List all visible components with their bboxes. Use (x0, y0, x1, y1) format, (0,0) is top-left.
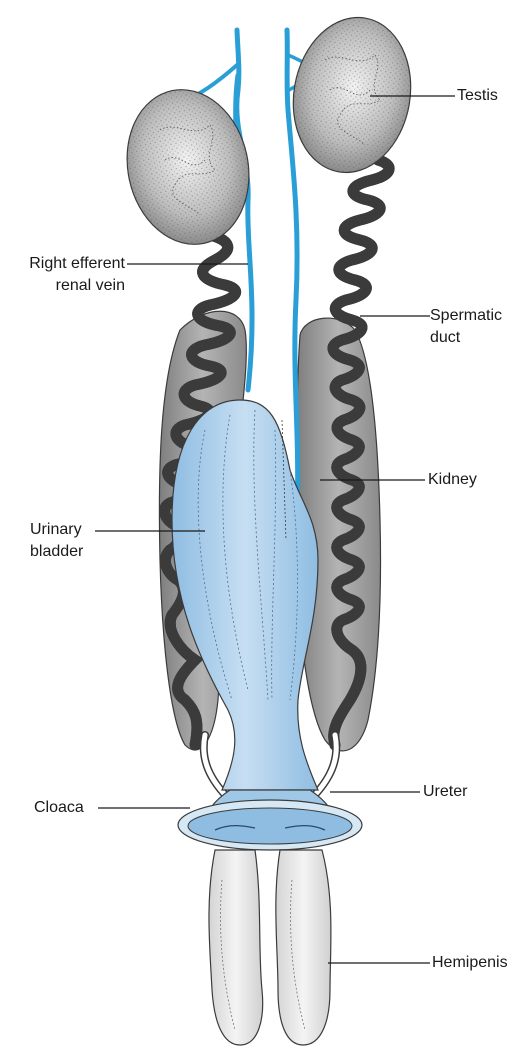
label-urinary-bladder: Urinary bladder (30, 519, 83, 563)
hemipenis-left (209, 850, 263, 1045)
label-urinary-bladder-line2: bladder (30, 541, 83, 563)
label-ureter: Ureter (423, 781, 467, 803)
label-spermatic-duct-line1: Spermatic (430, 305, 502, 327)
label-cloaca: Cloaca (34, 797, 84, 819)
left-testis (113, 78, 263, 256)
cloaca (178, 790, 362, 850)
hemipenis-right (276, 850, 331, 1045)
label-right-efferent-renal-vein: Right efferent renal vein (0, 253, 125, 297)
label-right-efferent-renal-vein-line1: Right efferent (0, 253, 125, 275)
label-hemipenis: Hemipenis (432, 952, 508, 974)
label-spermatic-duct: Spermatic duct (430, 305, 502, 349)
label-right-efferent-renal-vein-line2: renal vein (0, 275, 125, 297)
right-testis (281, 8, 422, 182)
label-spermatic-duct-line2: duct (430, 327, 502, 349)
label-testis: Testis (457, 85, 498, 107)
label-urinary-bladder-line1: Urinary (30, 519, 83, 541)
label-kidney: Kidney (428, 469, 477, 491)
